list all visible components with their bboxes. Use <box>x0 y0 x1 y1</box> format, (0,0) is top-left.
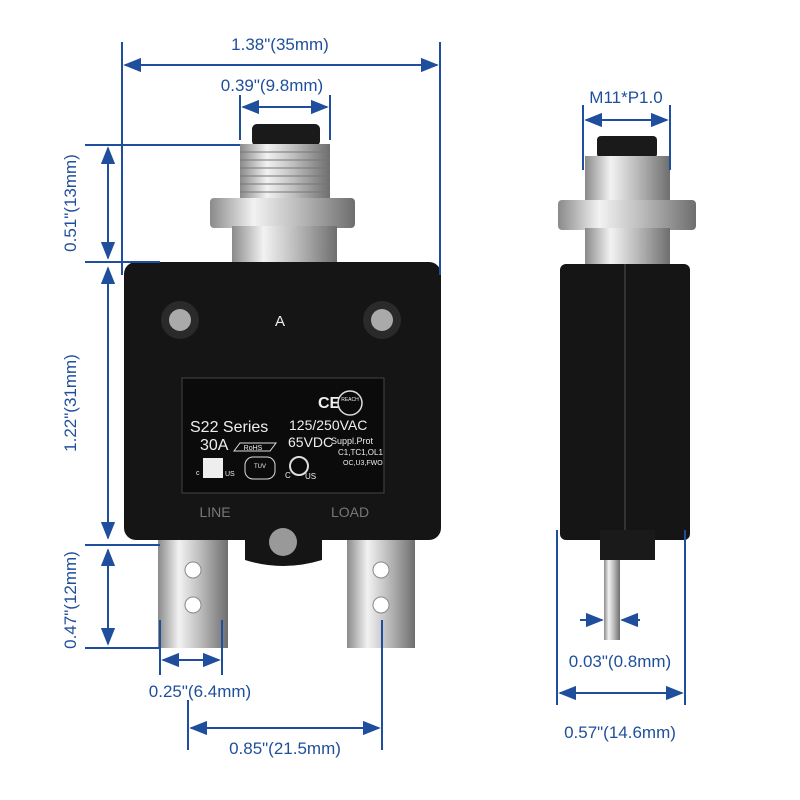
line-label: LINE <box>199 504 230 520</box>
threaded-stem <box>240 144 330 200</box>
reach-mark-icon <box>337 390 363 416</box>
push-button <box>252 124 320 146</box>
codes-line2: OC,U3,FWO <box>343 460 383 467</box>
ce-mark: CE <box>318 395 341 412</box>
side-nut <box>558 200 696 230</box>
front-view: A CE REACH S22 Series 30A 125/250VAC 65V… <box>124 124 441 648</box>
ul-us: US <box>225 471 235 478</box>
side-bushing <box>585 228 670 268</box>
ul-c: c <box>196 470 200 477</box>
voltage-dc: 65VDC <box>288 434 333 450</box>
tuv-mark-icon <box>244 456 276 480</box>
voltage-ac: 125/250VAC <box>289 417 367 433</box>
bushing <box>232 226 337 264</box>
terminal-line <box>158 530 228 648</box>
codes-line1: C1,TC1,OL1 <box>338 448 383 457</box>
terminal-spacing-label: 0.85"(21.5mm) <box>229 739 341 758</box>
side-stem <box>585 156 670 202</box>
rohs-text: RoHS <box>244 445 263 452</box>
side-button <box>597 136 657 158</box>
overall-width-label: 1.38"(35mm) <box>231 35 329 54</box>
csa-mark-icon <box>289 456 309 476</box>
terminal-length-label: 0.47"(12mm) <box>61 551 80 649</box>
hex-nut <box>210 198 355 228</box>
stem-height-label: 0.51"(13mm) <box>61 154 80 252</box>
side-view <box>558 136 696 640</box>
terminal-thickness-label: 0.03"(0.8mm) <box>569 652 671 671</box>
rating-text: 30A <box>200 437 229 454</box>
terminal-width-label: 0.25"(6.4mm) <box>149 682 251 701</box>
top-mark: A <box>275 313 285 330</box>
suppl-text: Suppl.Prot <box>331 436 374 446</box>
mounting-screw <box>269 528 297 556</box>
dimension-lines <box>85 42 686 750</box>
reach-text: REACH <box>341 397 359 403</box>
ul-mark-icon <box>203 458 223 478</box>
load-label: LOAD <box>331 504 369 520</box>
series-text: S22 Series <box>190 419 268 436</box>
tuv-text: TUV <box>254 464 266 470</box>
body-depth-label: 0.57"(14.6mm) <box>564 723 676 742</box>
thread-label: M11*P1.0 <box>589 88 662 107</box>
csa-c: C <box>285 471 291 480</box>
rohs-badge <box>233 442 277 452</box>
button-width-label: 0.39"(9.8mm) <box>221 76 323 95</box>
csa-us: US <box>305 472 316 481</box>
thread-lines <box>240 151 330 193</box>
body-height-label: 1.22"(31mm) <box>61 354 80 452</box>
